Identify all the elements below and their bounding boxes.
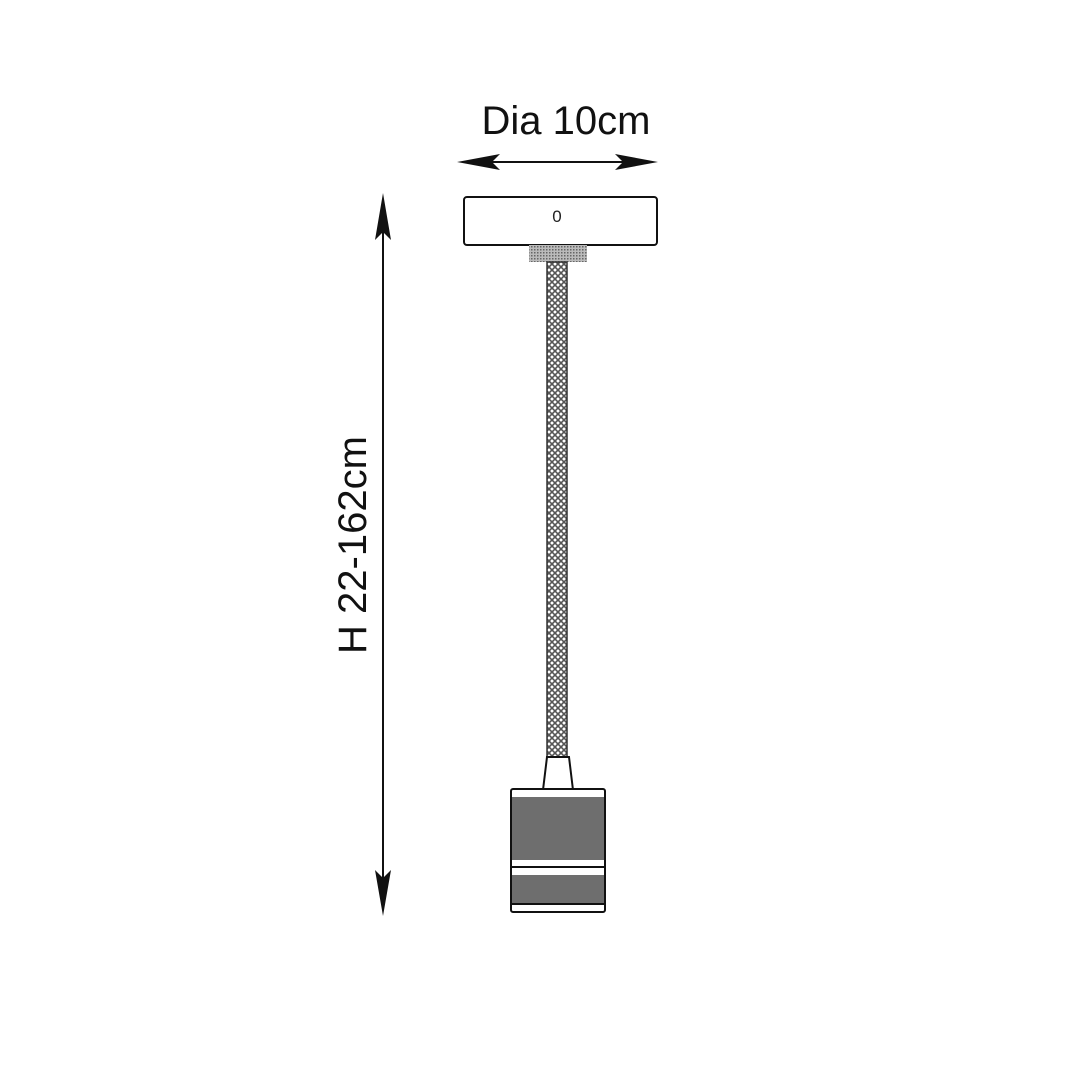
height-label: H 22-162cm bbox=[331, 436, 375, 654]
cable-grip bbox=[529, 245, 587, 262]
ceiling-canopy: 0 bbox=[463, 196, 658, 246]
diameter-label: Dia 10cm bbox=[482, 99, 651, 143]
braided-cable bbox=[546, 261, 568, 759]
diameter-dimension-arrow bbox=[457, 154, 658, 170]
lamp-holder bbox=[510, 756, 606, 913]
canopy-marking: 0 bbox=[552, 207, 561, 226]
height-dimension-arrow bbox=[375, 193, 391, 916]
